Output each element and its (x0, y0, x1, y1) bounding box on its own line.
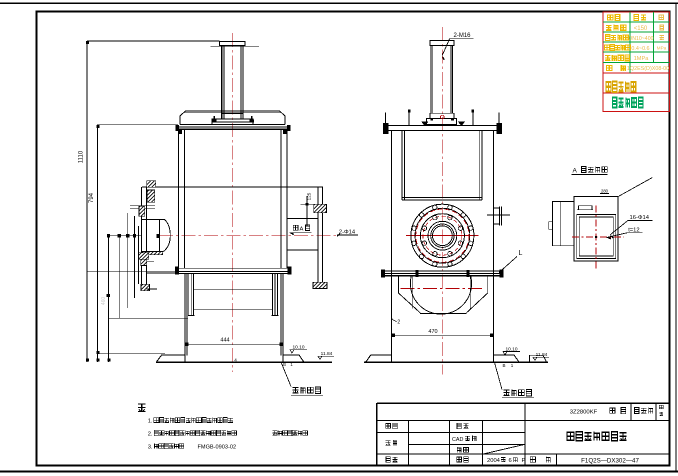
svg-text:1110: 1110 (79, 150, 85, 163)
svg-text:10.10: 10.10 (292, 345, 304, 351)
svg-text:A: A (573, 167, 578, 174)
svg-text:280: 280 (601, 188, 609, 193)
svg-text:3Z2800KF: 3Z2800KF (570, 410, 598, 416)
svg-text:A: A (300, 226, 304, 232)
svg-text:11.84: 11.84 (321, 351, 333, 357)
svg-text:6: 6 (509, 458, 512, 464)
svg-text:16-Φ14: 16-Φ14 (630, 215, 650, 221)
svg-text:0.4~0.6: 0.4~0.6 (631, 46, 649, 52)
svg-text:t=12: t=12 (628, 228, 639, 234)
svg-text:10.10: 10.10 (505, 346, 517, 352)
svg-text:3.: 3. (148, 445, 153, 451)
svg-text:470: 470 (428, 329, 437, 335)
svg-text:CAD: CAD (452, 437, 463, 443)
svg-text:MPa: MPa (657, 46, 667, 51)
svg-text:1.: 1. (148, 419, 153, 425)
svg-text:L: L (519, 250, 523, 257)
svg-text:2.: 2. (148, 432, 153, 438)
svg-text:DN10~400: DN10~400 (629, 36, 654, 42)
svg-text:2-M16: 2-M16 (453, 33, 471, 39)
svg-text:2-Φ14: 2-Φ14 (339, 230, 356, 236)
svg-text:2: 2 (397, 320, 400, 326)
svg-text:794: 794 (89, 192, 95, 203)
svg-text:1Q2ES(D)X08-00: 1Q2ES(D)X08-00 (627, 66, 669, 72)
svg-text:125: 125 (307, 192, 312, 200)
svg-text:FMGB-0903-02: FMGB-0903-02 (198, 444, 237, 450)
svg-text:B: B (283, 362, 286, 367)
svg-text:P: P (522, 458, 526, 464)
svg-text:4: 4 (234, 358, 237, 363)
svg-text:444: 444 (220, 338, 229, 344)
svg-text:460: 460 (101, 297, 107, 306)
svg-text:<150: <150 (634, 26, 648, 32)
svg-text:F1Q2S—DX302—47: F1Q2S—DX302—47 (581, 457, 639, 464)
svg-text:1: 1 (511, 363, 514, 368)
svg-text:1: 1 (290, 362, 293, 367)
svg-text:1MPa: 1MPa (634, 56, 650, 62)
svg-text:2004: 2004 (487, 458, 501, 464)
svg-text:B: B (502, 363, 505, 368)
